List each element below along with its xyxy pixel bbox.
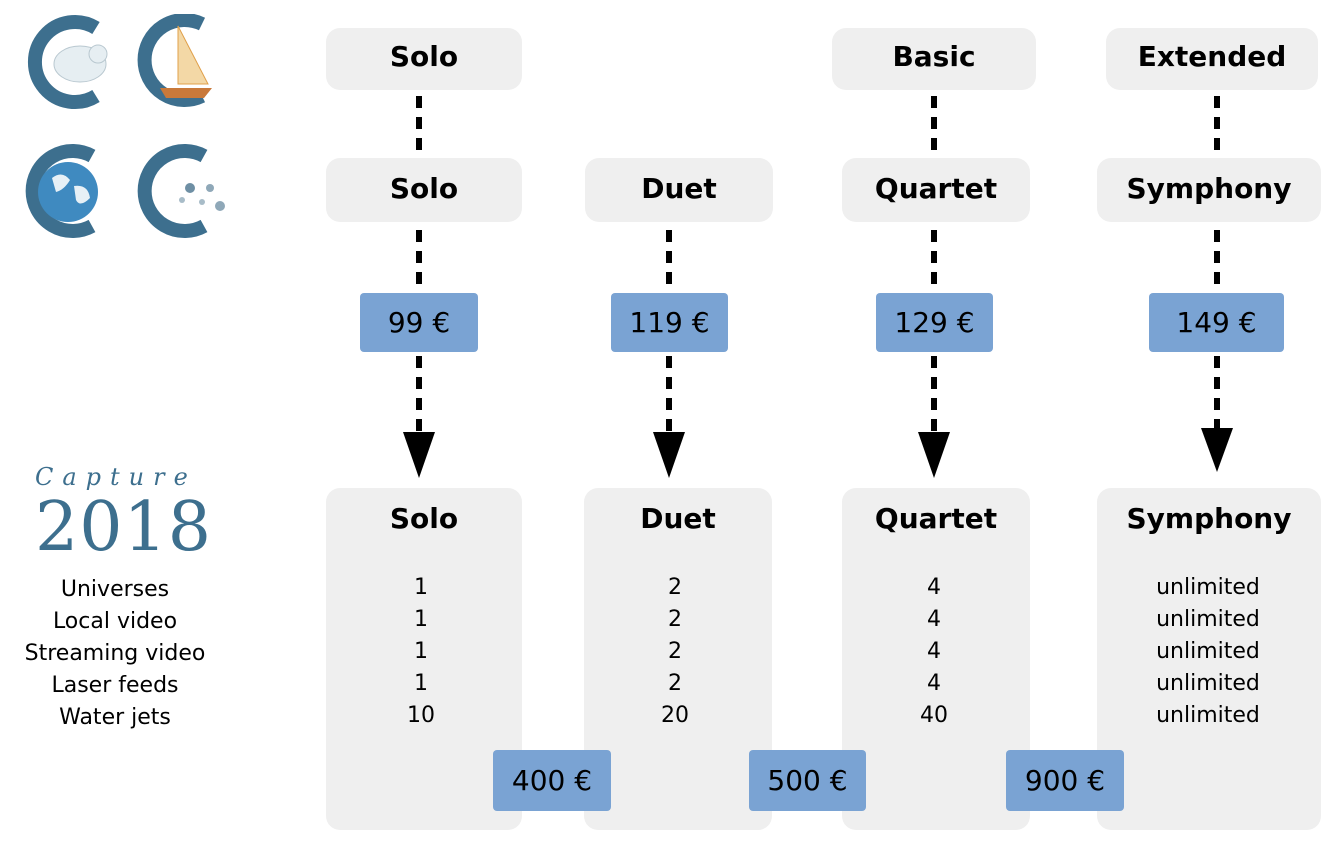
value-solo-streaming-video: 1: [414, 639, 428, 664]
mid-label-quartet: Quartet: [874, 172, 998, 205]
value-quartet-water-jets: 40: [920, 703, 948, 728]
mid-label-solo: Solo: [389, 172, 459, 205]
value-symphony-local-video: unlimited: [1156, 607, 1260, 632]
value-solo-universes: 1: [414, 575, 428, 600]
arrowhead-quartet: [918, 432, 950, 478]
feature-label-streaming-video: Streaming video: [24, 641, 206, 666]
mid-label-duet: Duet: [641, 172, 717, 205]
value-solo-water-jets: 10: [407, 703, 435, 728]
value-symphony-streaming-video: unlimited: [1156, 639, 1260, 664]
edition-title-duet: Duet: [640, 502, 716, 535]
price-tag-duet: 119 €: [611, 293, 728, 352]
value-duet-streaming-video: 2: [668, 639, 682, 664]
top-label-solo: Solo: [389, 40, 459, 73]
top-box-extended: [1106, 28, 1318, 90]
value-quartet-streaming-video: 4: [927, 639, 941, 664]
mid-label-symphony: Symphony: [1126, 172, 1292, 205]
value-duet-laser-feeds: 2: [668, 671, 682, 696]
product-year: 2018: [35, 488, 213, 567]
top-label-extended: Extended: [1137, 40, 1287, 73]
edition-title-quartet: Quartet: [874, 502, 998, 535]
globe-logo-icon: [25, 144, 98, 238]
value-duet-water-jets: 20: [661, 703, 689, 728]
mid-box-duet: [585, 158, 773, 222]
value-solo-local-video: 1: [414, 607, 428, 632]
mid-box-symphony: [1097, 158, 1321, 222]
arrowhead-duet: [653, 432, 685, 478]
mid-box-quartet: [842, 158, 1030, 222]
value-duet-universes: 2: [668, 575, 682, 600]
value-symphony-water-jets: unlimited: [1156, 703, 1260, 728]
top-box-basic: [832, 28, 1036, 90]
polar-bear-logo-icon: [28, 15, 108, 109]
edition-box-duet: [584, 488, 772, 830]
value-quartet-universes: 4: [927, 575, 941, 600]
feature-label-universes: Universes: [60, 577, 170, 602]
edition-title-solo: Solo: [389, 502, 459, 535]
arrowhead-solo: [403, 432, 435, 478]
upgrade-price-quartet-to-symphony: 900 €: [1006, 750, 1124, 811]
feature-label-laser-feeds: Laser feeds: [51, 673, 179, 698]
edition-box-symphony: [1097, 488, 1321, 830]
feature-label-water-jets: Water jets: [59, 705, 171, 730]
value-quartet-local-video: 4: [927, 607, 941, 632]
edition-title-symphony: Symphony: [1126, 502, 1292, 535]
value-solo-laser-feeds: 1: [414, 671, 428, 696]
mid-box-solo: [326, 158, 522, 222]
feature-label-local-video: Local video: [52, 609, 178, 634]
top-label-basic: Basic: [892, 40, 976, 73]
price-tag-solo: 99 €: [360, 293, 478, 352]
arrowhead-symphony: [1201, 428, 1233, 472]
value-symphony-laser-feeds: unlimited: [1156, 671, 1260, 696]
price-tag-quartet: 129 €: [876, 293, 993, 352]
value-quartet-laser-feeds: 4: [927, 671, 941, 696]
top-box-solo: [326, 28, 522, 90]
sailboat-logo-icon: [137, 14, 212, 107]
edition-box-solo: [326, 488, 522, 830]
upgrade-price-solo-to-duet: 400 €: [493, 750, 611, 811]
value-duet-local-video: 2: [668, 607, 682, 632]
dots-logo-icon: [137, 144, 225, 238]
price-tag-symphony: 149 €: [1149, 293, 1284, 352]
upgrade-price-duet-to-quartet: 500 €: [749, 750, 866, 811]
edition-box-quartet: [842, 488, 1030, 830]
product-name: Capture: [35, 463, 197, 491]
value-symphony-universes: unlimited: [1156, 575, 1260, 600]
